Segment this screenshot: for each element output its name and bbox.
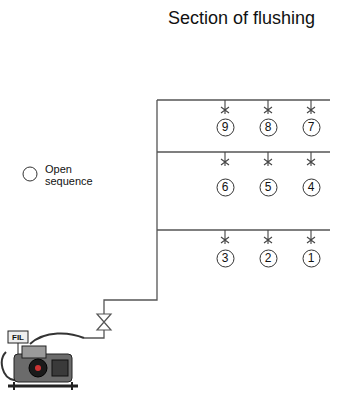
sprinkler-heads xyxy=(221,100,315,244)
sequence-circle: 3 xyxy=(216,249,235,268)
sequence-circle: 4 xyxy=(302,178,321,197)
sprinkler-head xyxy=(221,152,229,166)
legend-swatch xyxy=(21,165,39,183)
main-pipe xyxy=(104,100,157,314)
sequence-circle: 5 xyxy=(259,178,278,197)
callout-number: 3 xyxy=(222,251,229,265)
sprinkler-head xyxy=(221,100,229,114)
callout-number: 7 xyxy=(308,120,315,134)
sprinkler-head xyxy=(307,230,315,244)
legend-text: Open sequence xyxy=(45,163,105,187)
callout-number: 5 xyxy=(265,180,272,194)
callout-number: 8 xyxy=(265,120,272,134)
sprinkler-head xyxy=(264,152,272,166)
sprinkler-head xyxy=(264,100,272,114)
valve-symbol xyxy=(97,314,111,330)
callout-number: 4 xyxy=(308,180,315,194)
supply-pipe xyxy=(84,330,104,338)
sequence-circle: 9 xyxy=(216,118,235,137)
lateral-pipe xyxy=(157,229,330,230)
callout-number: 9 xyxy=(222,120,229,134)
sprinkler-head xyxy=(307,152,315,166)
pump-illustration xyxy=(2,331,84,390)
lateral-pipe xyxy=(157,99,330,100)
callout-number: 1 xyxy=(308,251,315,265)
filter-tag xyxy=(8,331,28,343)
callout-number: 6 xyxy=(222,180,229,194)
sequence-circle: 6 xyxy=(216,178,235,197)
title: Section of flushing xyxy=(168,8,315,29)
sprinkler-head xyxy=(307,100,315,114)
sequence-circle: 1 xyxy=(302,249,321,268)
callout-number: 2 xyxy=(265,251,272,265)
filter-label: FIL xyxy=(12,333,24,342)
lateral-pipe xyxy=(157,151,330,152)
sequence-circle: 2 xyxy=(259,249,278,268)
sequence-circle: 8 xyxy=(259,118,278,137)
sprinkler-head xyxy=(264,230,272,244)
sprinkler-head xyxy=(221,230,229,244)
sequence-circle: 7 xyxy=(302,118,321,137)
